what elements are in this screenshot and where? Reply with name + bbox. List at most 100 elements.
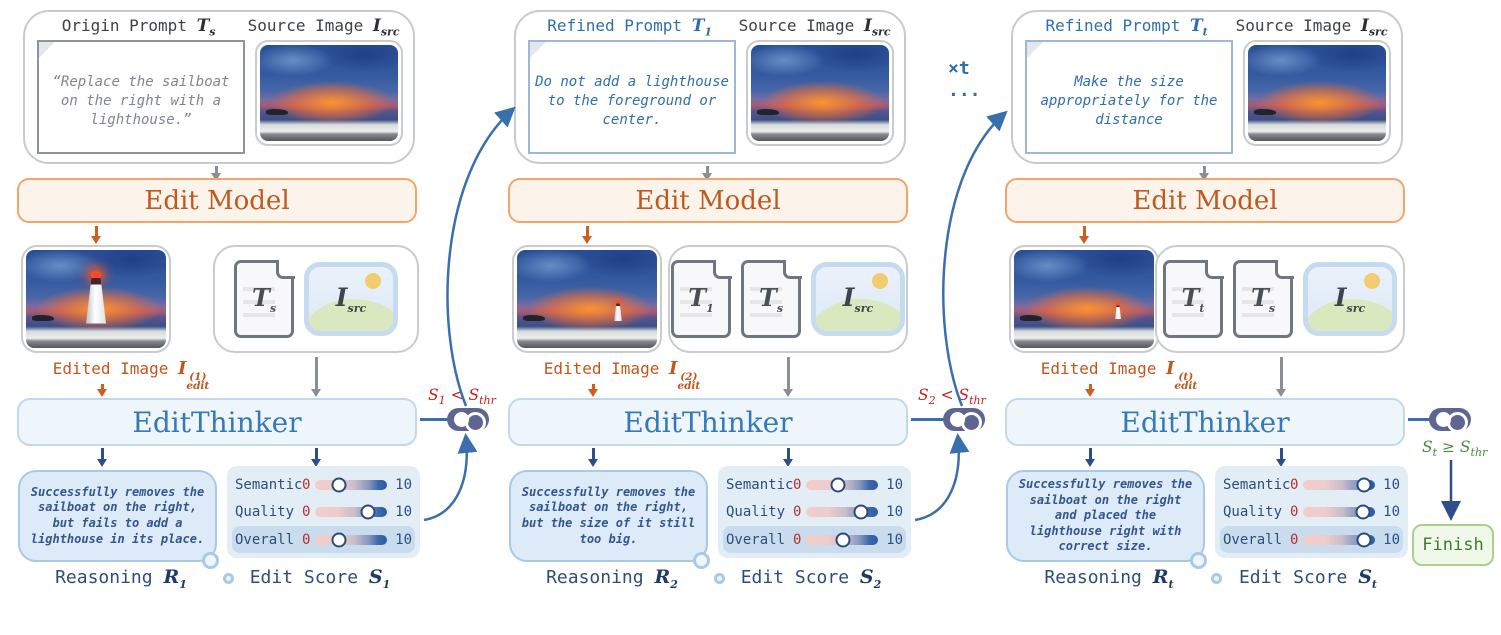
prompt-document-icon: Ts (234, 259, 295, 338)
edited-image (512, 245, 662, 353)
edited-image (1009, 245, 1159, 353)
editthinker-inputs-box: Tt Ts Isrc (1155, 245, 1405, 353)
input-group: Origin Prompt Ts Source Image Isrc “Repl… (23, 10, 415, 164)
slider-knob (835, 532, 851, 547)
refined-prompt-document-icon: Tt (1163, 259, 1224, 338)
sunset-photo (260, 45, 398, 142)
edit-score-caption: Edit Score S2 (740, 566, 882, 591)
score-slider (806, 532, 878, 547)
slider-knob (331, 477, 347, 492)
edited-photo (1014, 250, 1154, 348)
edit-score-panel: Semantic 0 10 Quality 0 10 Overall 0 10 (227, 466, 420, 558)
slider-knob (1356, 532, 1372, 547)
ellipsis-label: ... (948, 80, 981, 101)
lighthouse-icon (1114, 302, 1121, 319)
score-to-toggle-arrow (914, 433, 970, 522)
edit-score-caption: Edit Score S1 (249, 566, 391, 591)
down-arrow (215, 166, 218, 174)
prompt-note-text: “Replace the sailboat on the right with … (52, 74, 230, 128)
edit-model-box: Edit Model (17, 178, 417, 223)
down-arrow-orange (95, 226, 98, 237)
edited-photo (517, 250, 657, 348)
finish-box: Finish (1412, 524, 1494, 566)
down-arrow-navy (101, 448, 104, 460)
reasoning-caption: Reasoning R1 (55, 566, 187, 591)
source-image (746, 40, 894, 147)
score-slider (315, 477, 387, 492)
source-image (255, 40, 403, 147)
score-slider (806, 477, 878, 492)
slider-knob (331, 532, 347, 547)
source-image-icon: Isrc (1303, 262, 1397, 336)
refined-prompt-document-icon: T1 (671, 259, 732, 338)
iteration-column-1: Origin Prompt Ts Source Image Isrc “Repl… (15, 8, 420, 628)
slider-knob (1356, 477, 1372, 492)
origin-prompt-document-icon: Ts (741, 259, 802, 338)
refine-loop-arrow-2 (942, 110, 1008, 407)
down-arrow (315, 357, 318, 390)
lighthouse-icon (613, 300, 622, 321)
down-arrow-orange (586, 226, 589, 237)
score-row-semantic: Semantic 0 10 (726, 476, 903, 493)
source-variable: Isrc (863, 16, 891, 39)
score-slider (1303, 504, 1375, 520)
source-image-title: Source Image Isrc (738, 16, 891, 39)
bubble-tail-icon (202, 552, 219, 569)
input-group: Refined Prompt Tt Source Image Isrc Make… (1011, 10, 1403, 164)
folded-corner-icon (1027, 42, 1043, 59)
edited-image (21, 245, 171, 353)
source-image (1243, 40, 1391, 147)
prompt-note-text: Make the size appropriately for the dist… (1040, 74, 1218, 128)
down-arrow-navy (1089, 448, 1092, 460)
score-row-quality: Quality 0 10 (235, 504, 412, 520)
editthinker-label: EditThinker (132, 405, 302, 439)
score-slider (1303, 477, 1375, 492)
edited-photo (26, 250, 166, 348)
doc-variable: Ts (251, 283, 277, 315)
score-row-quality: Quality 0 10 (726, 504, 903, 520)
slider-knob (830, 477, 846, 492)
source-title-text: Source Image (247, 16, 364, 35)
connector-line (1408, 418, 1430, 421)
editthinker-inputs-box: T1 Ts Isrc (668, 245, 908, 353)
prompt-note: “Replace the sailboat on the right with … (37, 40, 245, 155)
iteration-column-2: Refined Prompt T1 Source Image Isrc Do n… (506, 8, 911, 628)
toggle-switch-icon (943, 408, 985, 433)
edit-score-panel: Semantic 0 10 Quality 0 10 Overall 0 10 (718, 466, 911, 558)
score-slider (806, 504, 878, 520)
slider-knob (853, 504, 869, 520)
reasoning-text: Successfully removes the sailboat on the… (30, 484, 205, 546)
lighthouse-icon (86, 270, 106, 324)
editthinker-box: EditThinker (17, 398, 417, 446)
edit-model-box: Edit Model (1005, 178, 1405, 223)
down-arrow-orange (101, 384, 104, 390)
down-arrow-navy (592, 448, 595, 460)
prompt-variable: Tt (1189, 16, 1208, 39)
bubble-tail-icon (1211, 573, 1222, 584)
prompt-note: Make the size appropriately for the dist… (1025, 40, 1233, 155)
edited-image-label: Edited Image I(1)edit (52, 358, 210, 393)
source-variable: Isrc (1360, 16, 1388, 39)
reasoning-bubble: Successfully removes the sailboat on the… (1006, 470, 1222, 584)
edit-score-panel: Semantic 0 10 Quality 0 10 Overall 0 10 (1215, 466, 1408, 558)
prompt-note: Do not add a lighthouse to the foregroun… (528, 40, 736, 155)
toggle-switch-icon (447, 408, 489, 433)
editthinker-box: EditThinker (508, 398, 908, 446)
score-row-semantic: Semantic 0 10 (235, 476, 412, 493)
editthinker-label: EditThinker (1120, 405, 1290, 439)
reasoning-text: Successfully removes the sailboat on the… (1018, 477, 1193, 554)
edit-score-caption: Edit Score St (1238, 566, 1378, 591)
score-row-overall: Overall 0 10 (1220, 526, 1403, 553)
bubble-tail-icon (714, 573, 725, 584)
source-image-title: Source Image Isrc (1235, 16, 1388, 39)
origin-prompt-document-icon: Ts (1233, 259, 1294, 338)
score-slider (315, 532, 387, 547)
prompt-title: Refined Prompt Tt (1045, 16, 1208, 39)
bubble-tail-icon (693, 552, 710, 569)
score-row-overall: Overall 0 10 (723, 526, 906, 553)
score-slider (315, 504, 387, 520)
connector-line (911, 418, 943, 421)
refine-loop-arrow-1 (446, 106, 516, 407)
score-row-semantic: Semantic 0 10 (1223, 476, 1400, 493)
